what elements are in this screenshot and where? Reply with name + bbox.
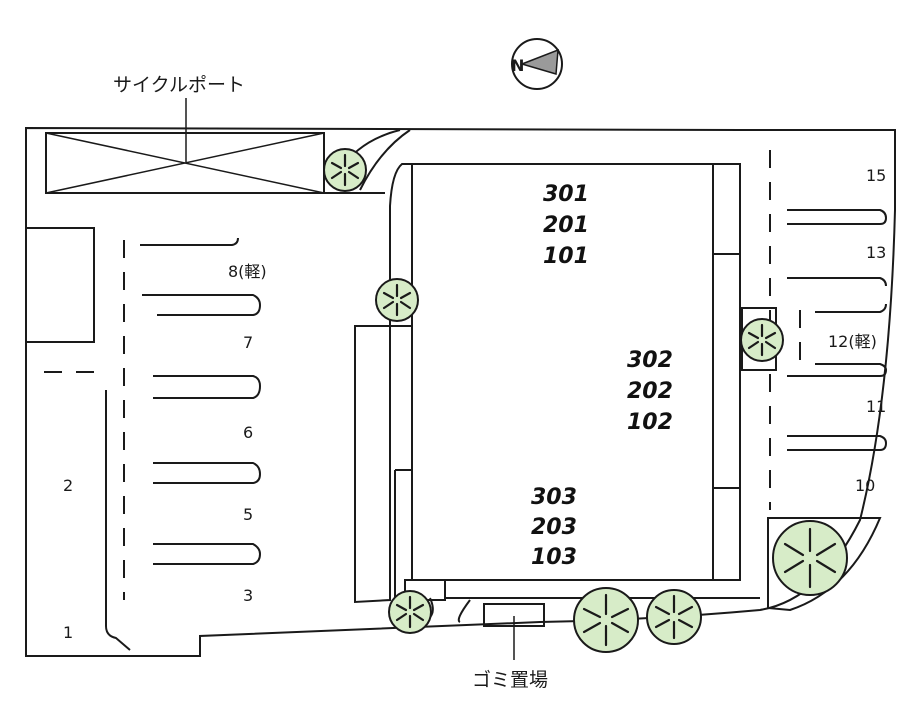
site-boundary [25,126,896,657]
tree-icon [323,148,367,192]
parking-15-label: 15 [866,166,886,185]
unit-label: 301 [543,182,589,207]
storage-box [25,227,95,343]
parking-11-label: 11 [866,397,886,416]
unit-block-2: 302 202 102 [627,348,673,435]
parking-10-label: 10 [855,476,875,495]
garbage-area-label: ゴミ置場 [472,669,548,691]
tree-icon [772,520,848,596]
parking-8-label: 8(軽) [228,262,267,281]
cycle-port-label: サイクルポート [113,74,245,96]
parking-2-label: 2 [63,476,73,495]
parking-6-label: 6 [243,423,253,442]
unit-label: 203 [531,515,577,540]
unit-block-1: 301 201 101 [543,182,589,269]
unit-label: 303 [531,485,577,510]
tree-icon [740,318,784,362]
building-outline [389,163,741,581]
parking-13-label: 13 [866,243,886,262]
parking-12-label: 12(軽) [828,332,877,351]
parking-5-label: 5 [243,505,253,524]
unit-label: 302 [627,348,673,373]
tree-icon [573,587,639,653]
unit-block-3: 303 203 103 [531,485,577,570]
tree-icon [646,589,702,645]
compass-north-icon: N [511,38,563,90]
parking-3-label: 3 [243,586,253,605]
unit-label: 102 [627,410,673,435]
unit-label: 103 [531,545,577,570]
parking-7-label: 7 [243,333,253,352]
unit-label: 202 [627,379,673,404]
tree-icon [388,590,432,634]
parking-1-label: 1 [63,623,73,642]
compass-label: N [511,56,524,75]
tree-icon [375,278,419,322]
cycle-port [45,132,325,194]
unit-label: 101 [543,244,589,269]
unit-label: 201 [543,213,589,238]
